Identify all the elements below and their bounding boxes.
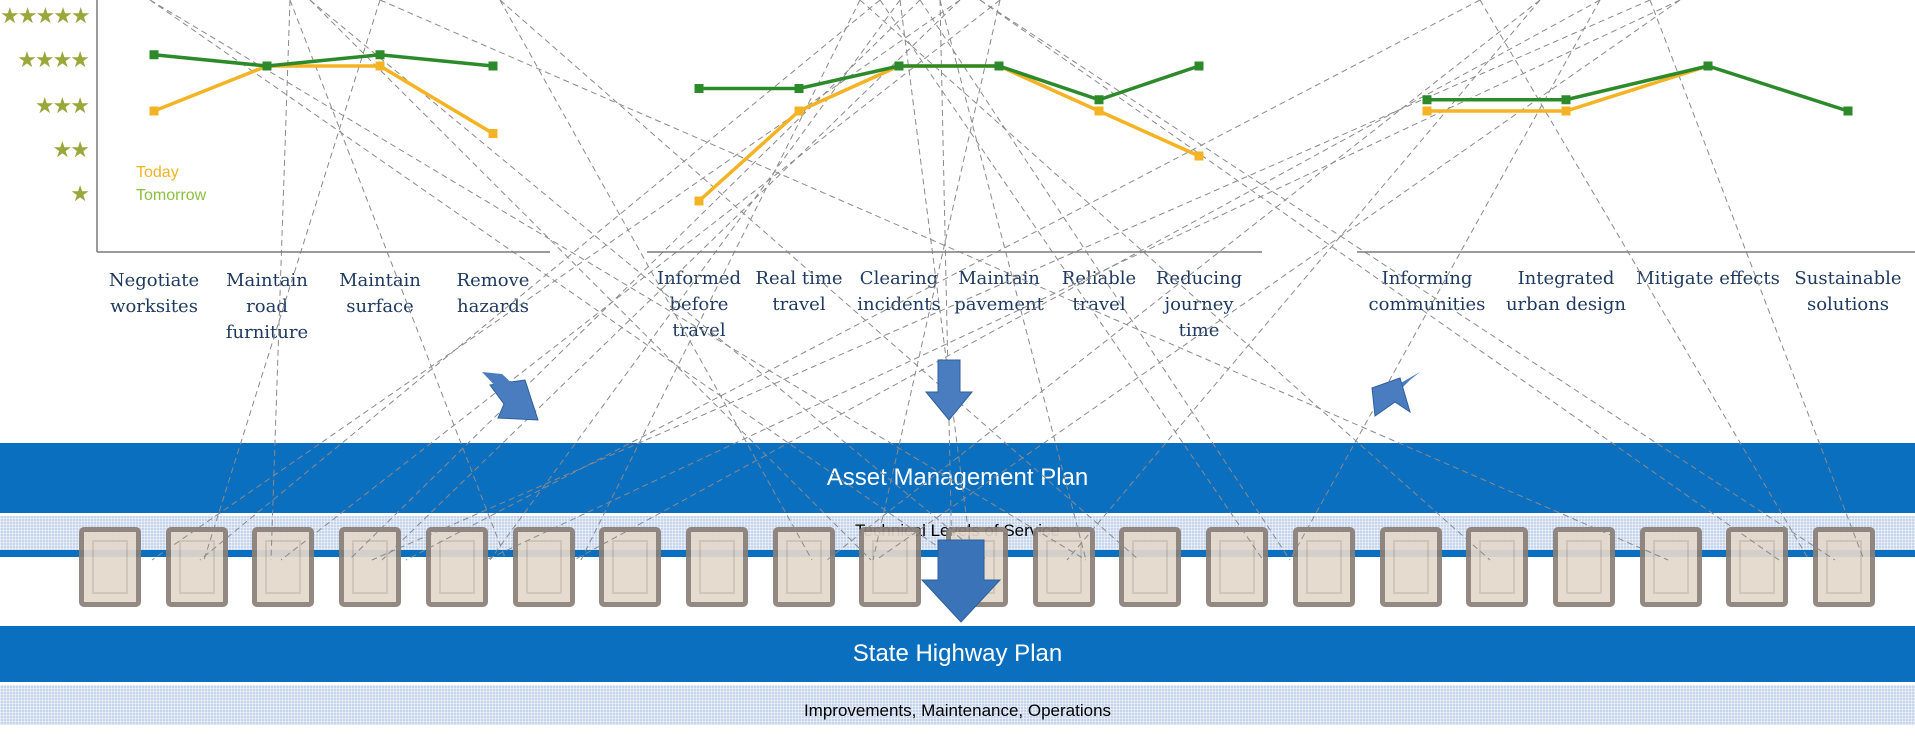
document-icon xyxy=(1639,527,1702,607)
document-icon xyxy=(1726,527,1789,607)
document-icon xyxy=(79,527,141,607)
category-label: Negotiate worksites xyxy=(108,270,200,317)
arrow-down-left-icon xyxy=(1378,372,1420,404)
document-icon xyxy=(165,527,228,607)
document-icon xyxy=(252,527,315,607)
category-label: Maintain road furniture xyxy=(225,270,309,343)
data-point-today xyxy=(894,61,904,71)
data-point-tomorrow xyxy=(1094,95,1104,105)
arrow-down-icon xyxy=(924,359,974,421)
star-rating-5: ★★★★★ xyxy=(0,3,91,28)
document-icon xyxy=(685,527,748,607)
data-point-tomorrow xyxy=(994,61,1004,71)
document-icon xyxy=(772,527,835,607)
arrow-down-left-icon xyxy=(1371,377,1411,417)
document-icon xyxy=(512,527,575,607)
document-icon xyxy=(339,527,402,607)
series-line-today xyxy=(1427,64,1709,113)
improvements-band: Improvements, Maintenance, Operations xyxy=(0,685,1915,725)
data-point-today xyxy=(994,61,1004,71)
data-point-tomorrow xyxy=(1422,95,1432,105)
star-rating-2: ★★ xyxy=(52,137,90,162)
data-point-tomorrow xyxy=(149,50,159,60)
data-point-today xyxy=(262,61,272,71)
series-line-today xyxy=(697,64,1200,203)
data-point-today xyxy=(794,106,804,116)
data-point-today xyxy=(1194,151,1204,161)
document-icon xyxy=(1813,527,1875,607)
document-icon xyxy=(425,527,488,607)
data-point-tomorrow xyxy=(1561,95,1571,105)
star-rating-1: ★ xyxy=(70,181,90,206)
category-label: Informing communities xyxy=(1368,268,1486,315)
chart-axes xyxy=(96,0,1915,253)
category-label: Mitigate effects xyxy=(1636,268,1780,289)
category-label: Reducing journey time xyxy=(1155,268,1243,341)
data-point-today xyxy=(694,196,704,206)
data-point-tomorrow xyxy=(1194,61,1204,71)
asset-management-plan-band: Asset Management Plan xyxy=(0,443,1915,513)
data-point-today xyxy=(1561,106,1571,116)
data-point-today xyxy=(375,61,385,71)
state-highway-plan-band: State Highway Plan xyxy=(0,626,1915,682)
star-rating-4: ★★★★ xyxy=(17,47,90,72)
star-rating-3: ★★★ xyxy=(34,93,90,118)
category-label: Clearing incidents xyxy=(857,268,941,315)
data-point-today xyxy=(1703,61,1713,71)
series-line-today xyxy=(153,64,494,136)
document-icon xyxy=(946,527,1008,607)
data-point-today xyxy=(149,106,159,116)
document-icon xyxy=(1032,527,1095,607)
data-point-tomorrow xyxy=(694,84,704,93)
document-icon xyxy=(1292,527,1355,607)
chart-series xyxy=(149,50,1853,206)
series-line-tomorrow xyxy=(699,64,1200,102)
document-icon xyxy=(1552,527,1615,607)
data-point-tomorrow xyxy=(488,61,498,71)
category-label: Reliable travel xyxy=(1061,268,1137,315)
legend-tomorrow: Tomorrow xyxy=(136,187,207,204)
data-point-today xyxy=(1422,106,1432,116)
category-label: Real time travel xyxy=(755,268,843,315)
category-label: Maintain pavement xyxy=(954,268,1044,315)
category-label: Sustainable solutions xyxy=(1794,268,1902,315)
data-point-tomorrow xyxy=(375,50,385,60)
document-icon xyxy=(859,527,922,607)
data-point-today xyxy=(488,129,498,138)
document-icon xyxy=(599,527,662,607)
category-label: Informed before travel xyxy=(656,268,742,341)
data-point-tomorrow xyxy=(1843,106,1853,116)
document-icon xyxy=(1466,527,1529,607)
legend-today: Today xyxy=(136,164,179,181)
arrow-down-right-icon xyxy=(489,379,539,421)
data-point-tomorrow xyxy=(794,84,804,93)
data-point-today xyxy=(1094,106,1104,116)
category-label: Remove hazards xyxy=(456,270,530,317)
data-point-tomorrow xyxy=(1703,61,1713,71)
data-point-tomorrow xyxy=(894,61,904,71)
document-icon xyxy=(1119,527,1182,607)
category-label: Integrated urban design xyxy=(1505,268,1627,315)
arrow-down-right-icon xyxy=(482,372,530,410)
series-line-tomorrow xyxy=(153,52,494,68)
data-point-tomorrow xyxy=(262,61,272,71)
document-icon xyxy=(1206,527,1269,607)
series-line-tomorrow xyxy=(1427,64,1849,113)
document-icon xyxy=(1379,527,1442,607)
category-label: Maintain surface xyxy=(339,270,421,317)
